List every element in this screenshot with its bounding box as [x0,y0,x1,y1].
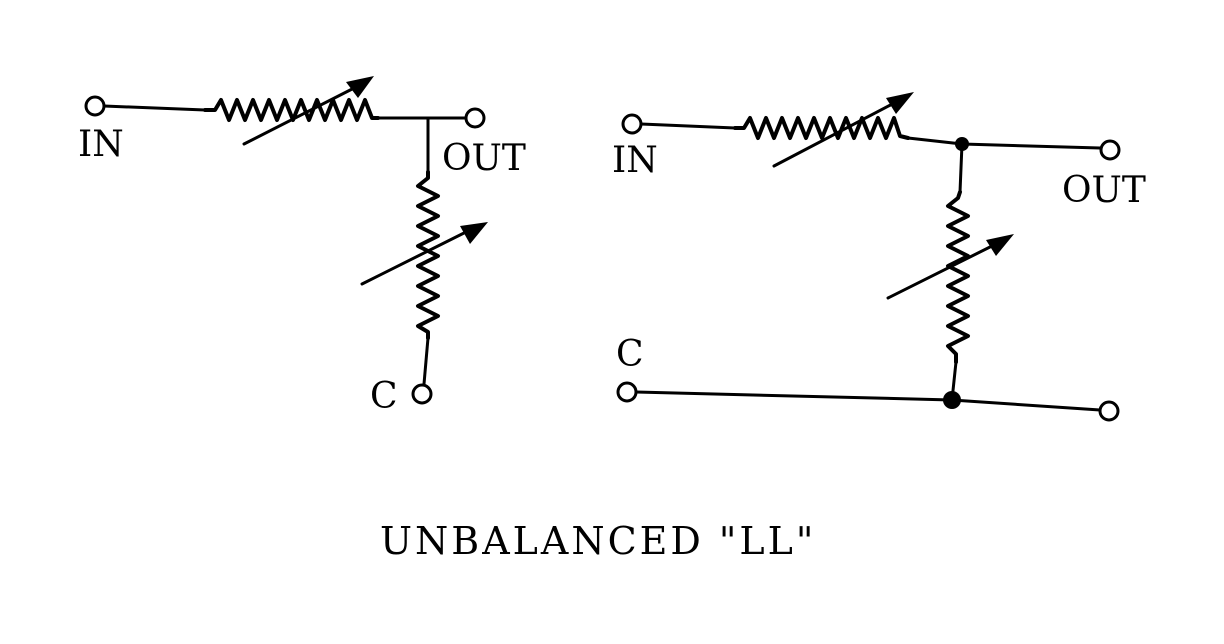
right-c-label: C [616,334,644,375]
right-in-wire [639,122,737,130]
right-shunt-top-wire [958,142,964,194]
left-in-wire [102,104,207,112]
right-out-label: OUT [1062,170,1146,211]
left-out-label: OUT [442,138,526,179]
left-shunt-resistor [416,170,440,340]
right-bottom-wire [634,390,1102,412]
right-shunt-resistor [946,190,970,364]
left-series-adjust-arrow [242,76,374,146]
right-circuit: IN OUT C [612,92,1146,422]
right-series-adjust-arrow [772,92,914,168]
left-shunt-adjust-arrow [360,222,488,286]
right-in-terminal [621,113,643,135]
left-in-terminal [84,95,106,117]
diagram-caption: UNBALANCED "LL" [380,519,816,563]
left-circuit: IN OUT C [78,76,526,417]
left-c-label: C [370,376,398,417]
right-series-resistor [733,116,910,140]
left-in-label: IN [78,124,124,165]
right-c-terminal [616,381,638,403]
right-bottom-out-terminal [1098,400,1120,422]
right-in-label: IN [612,140,658,181]
left-shunt-bottom-wire [422,336,430,386]
left-out-terminal [464,107,486,129]
right-out-terminal [1099,139,1121,161]
right-shunt-adjust-arrow [886,234,1014,300]
left-c-terminal [411,383,433,405]
right-top-wire [906,136,1102,150]
left-series-resistor [203,98,380,122]
